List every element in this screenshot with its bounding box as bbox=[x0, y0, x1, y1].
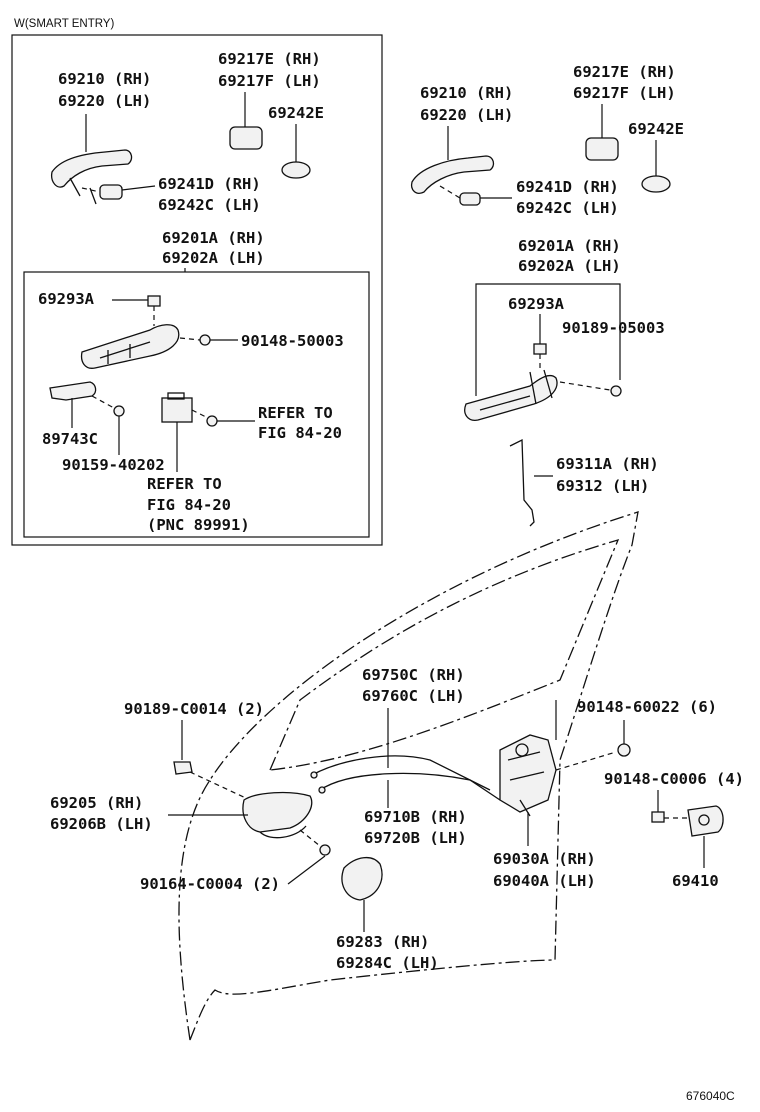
inset-refer-b-line3: (PNC 89991) bbox=[147, 516, 250, 534]
main-control-rod bbox=[509, 438, 553, 527]
inset-cap-lh-label: 69217F (LH) bbox=[218, 72, 321, 90]
main-screw-label: 90189-05003 bbox=[562, 319, 665, 337]
main-bezel bbox=[341, 857, 383, 932]
main-screw4 bbox=[287, 829, 331, 885]
main-screw4-label: 90164-C0004 (2) bbox=[140, 875, 280, 893]
main-handle-lh-label: 69220 (LH) bbox=[420, 106, 513, 124]
main-bezel-lh-label: 69284C (LH) bbox=[336, 954, 439, 972]
inset-subframe bbox=[23, 271, 370, 538]
main-bezel-rh-label: 69283 (RH) bbox=[336, 933, 429, 951]
main-cable1-rh-label: 69750C (RH) bbox=[362, 666, 465, 684]
main-inner-handle bbox=[168, 791, 313, 839]
main-screw2 bbox=[617, 720, 631, 757]
main-inner-handle-rh-label: 69205 (RH) bbox=[50, 794, 143, 812]
main-cover-lh-label: 69242C (LH) bbox=[516, 199, 619, 217]
main-door-lock bbox=[499, 700, 617, 846]
main-rod-rh-label: 69311A (RH) bbox=[556, 455, 659, 473]
inset-outer-handle bbox=[51, 114, 133, 205]
inset-cover-rh-label: 69241D (RH) bbox=[158, 175, 261, 193]
main-striker-label: 69410 bbox=[672, 872, 719, 890]
inset-sensor-bracket bbox=[49, 381, 125, 455]
inset-screw-label: 90148-50003 bbox=[241, 332, 344, 350]
inset-title: W(SMART ENTRY) bbox=[14, 18, 114, 30]
main-frame-lh-label: 69202A (LH) bbox=[518, 257, 621, 275]
inset-frame bbox=[11, 34, 383, 546]
inset-sensor-label: 89743C bbox=[42, 430, 98, 448]
inset-clip-label: 69293A bbox=[38, 290, 95, 308]
main-pad-label: 69242E bbox=[628, 120, 684, 138]
inset-pad-label: 69242E bbox=[268, 104, 324, 122]
main-clip2 bbox=[173, 720, 251, 801]
inset-handle-rh-label: 69210 (RH) bbox=[58, 70, 151, 88]
main-outer-handle bbox=[410, 126, 512, 206]
inset-refer-a-line1: REFER TO bbox=[258, 404, 333, 422]
inset-handle-frame bbox=[80, 295, 180, 369]
inset-screw bbox=[179, 334, 238, 346]
main-clip2-label: 90189-C0014 (2) bbox=[124, 700, 264, 718]
inset-switch bbox=[161, 392, 255, 472]
main-clip-label: 69293A bbox=[508, 295, 565, 313]
main-rod-lh-label: 69312 (LH) bbox=[556, 477, 649, 495]
main-handle-rh-label: 69210 (RH) bbox=[420, 84, 513, 102]
main-cables bbox=[310, 708, 501, 808]
main-cable2-rh-label: 69710B (RH) bbox=[364, 808, 467, 826]
inset-bolt-label: 90159-40202 bbox=[62, 456, 165, 474]
inset-frame-rh-label: 69201A (RH) bbox=[162, 229, 265, 247]
main-cap-lh-label: 69217F (LH) bbox=[573, 84, 676, 102]
inset-cover-lh-label: 69242C (LH) bbox=[158, 196, 261, 214]
inset-frame-lh-label: 69202A (LH) bbox=[162, 249, 265, 267]
inset-cap-rh-label: 69217E (RH) bbox=[218, 50, 321, 68]
main-inner-handle-lh-label: 69206B (LH) bbox=[50, 815, 153, 833]
main-handle-cap bbox=[585, 104, 619, 161]
main-screw2-label: 90148-60022 (6) bbox=[577, 698, 717, 716]
inset-refer-b-line2: FIG 84-20 bbox=[147, 496, 231, 514]
figure-code: 676040C bbox=[686, 1089, 735, 1103]
main-cable1-lh-label: 69760C (LH) bbox=[362, 687, 465, 705]
main-lock-lh-label: 69040A (LH) bbox=[493, 872, 596, 890]
inset-handle-cover bbox=[81, 184, 156, 200]
main-pad bbox=[641, 140, 671, 193]
inset-pad bbox=[281, 124, 311, 179]
main-handle-frame bbox=[464, 283, 622, 421]
inset-refer-a-line2: FIG 84-20 bbox=[258, 424, 342, 442]
main-screw3 bbox=[651, 790, 690, 823]
main-cover-rh-label: 69241D (RH) bbox=[516, 178, 619, 196]
main-frame-rh-label: 69201A (RH) bbox=[518, 237, 621, 255]
inset-handle-lh-label: 69220 (LH) bbox=[58, 92, 151, 110]
main-striker bbox=[687, 805, 724, 868]
main-lock-rh-label: 69030A (RH) bbox=[493, 850, 596, 868]
inset-handle-cap bbox=[229, 92, 263, 150]
main-cable2-lh-label: 69720B (LH) bbox=[364, 829, 467, 847]
main-cap-rh-label: 69217E (RH) bbox=[573, 63, 676, 81]
inset-refer-b-line1: REFER TO bbox=[147, 475, 222, 493]
door-outline bbox=[178, 511, 639, 1041]
main-screw3-label: 90148-C0006 (4) bbox=[604, 770, 744, 788]
